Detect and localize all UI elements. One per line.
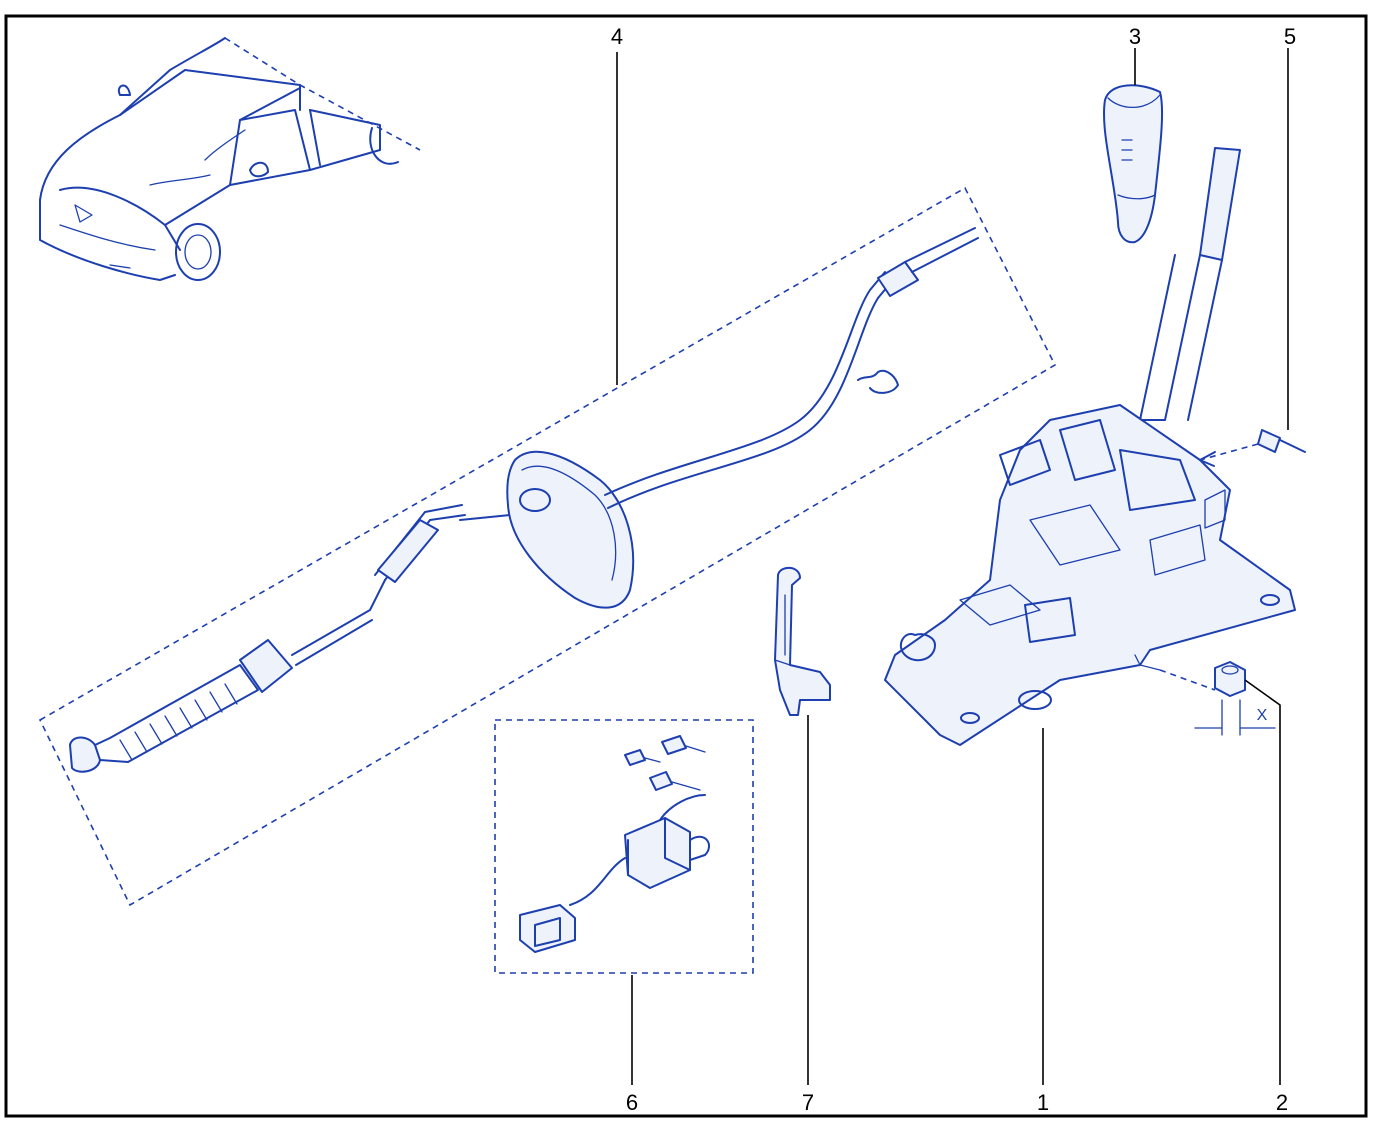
- callout-1: 1: [1037, 1090, 1049, 1115]
- leader-2: [1244, 679, 1281, 1085]
- callout-4: 4: [611, 24, 623, 49]
- callout-5: 5: [1284, 24, 1296, 49]
- gear-cable-assembly: [38, 52, 1057, 907]
- retaining-pin: [1199, 48, 1306, 467]
- dimension-x-label: X: [1257, 707, 1268, 724]
- vehicle-locator-illustration: [39, 37, 421, 281]
- callout-2: 2: [1276, 1090, 1288, 1115]
- diagram-frame: [4, 14, 1368, 1118]
- callout-6: 6: [626, 1090, 638, 1115]
- wiring-harness-group: [494, 719, 754, 1085]
- callout-3: 3: [1129, 24, 1141, 49]
- harness-group-boundary: [494, 719, 754, 974]
- shifter-base-assembly: [884, 147, 1296, 1085]
- gear-knob: [1103, 48, 1164, 244]
- locking-clip: [774, 566, 831, 1085]
- cable-group-boundary: [38, 186, 1057, 907]
- securing-nut: [1159, 661, 1281, 1085]
- callout-7: 7: [802, 1090, 814, 1115]
